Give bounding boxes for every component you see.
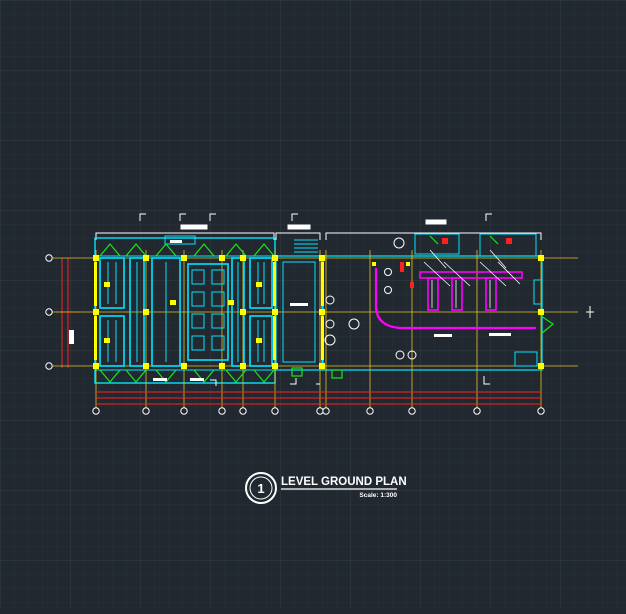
top-dimension-brackets [95, 213, 542, 240]
grid-bubble-5 [239, 407, 247, 415]
grid-bubble-10 [408, 407, 416, 415]
grid-bubble-12 [537, 407, 545, 415]
equipment-details [423, 249, 521, 308]
left-grid-bubbles [45, 254, 53, 370]
drawing-title-block: 1 LEVEL GROUND PLAN Scale: 1:300 [245, 472, 407, 504]
drawing-badge-inner [249, 476, 273, 500]
grid-bubble-2 [142, 407, 150, 415]
grid-bubble-9 [366, 407, 374, 415]
grid-bubble-11 [473, 407, 481, 415]
tag-marks [153, 240, 511, 381]
grid-bubble-c [45, 362, 53, 370]
tanks [324, 237, 417, 360]
grid-bubble-1 [92, 407, 100, 415]
grid-bubble-a [45, 254, 53, 262]
structural-columns [93, 255, 544, 369]
left-dimension-chain [52, 257, 96, 368]
grid-bubble-8 [322, 407, 330, 415]
bottom-grid-bubbles [92, 407, 545, 415]
drawing-title: LEVEL GROUND PLAN [281, 476, 407, 488]
grid-bubble-4 [218, 407, 226, 415]
door-swings [99, 235, 555, 383]
drawing-scale: Scale: 1:300 [359, 492, 397, 499]
process-equipment [374, 268, 536, 330]
drawing-number: 1 [257, 481, 264, 496]
section-markers [210, 306, 594, 386]
red-accents [400, 238, 512, 288]
grid-bubble-7 [316, 407, 324, 415]
grid-bubble-6 [271, 407, 279, 415]
room-partitions [99, 233, 543, 367]
stair [294, 239, 318, 253]
bottom-dimension-chain [96, 391, 541, 405]
drawing-badge-outer [245, 472, 277, 504]
grid-bubble-3 [180, 407, 188, 415]
grid-bubble-b [45, 308, 53, 316]
